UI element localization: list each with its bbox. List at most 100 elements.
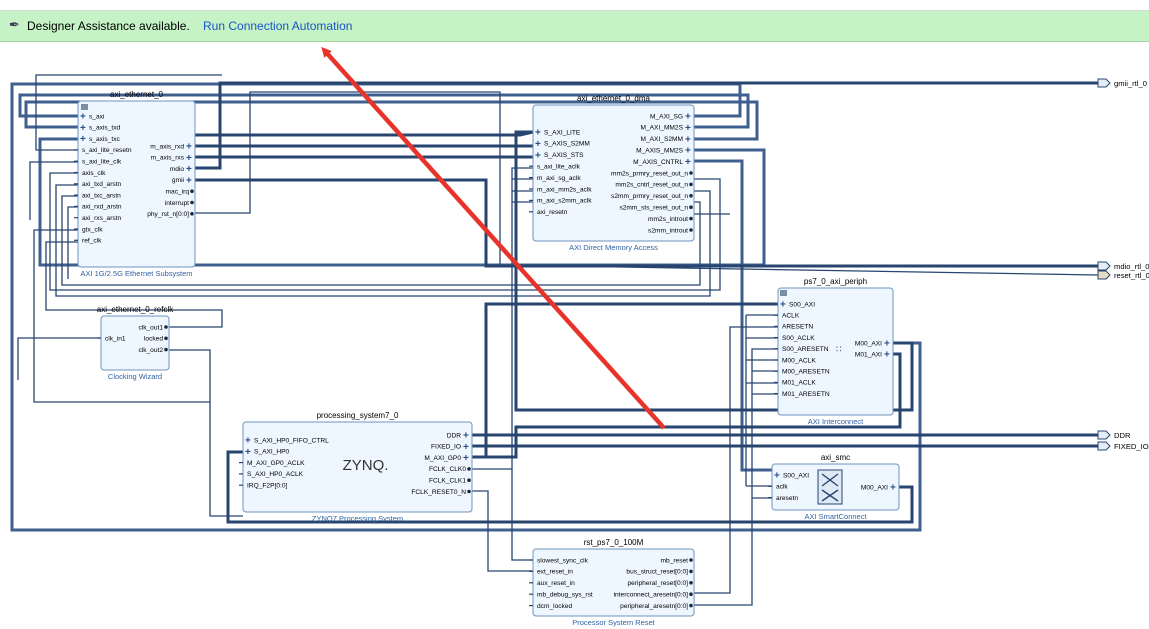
bus-expand-icon[interactable]: + <box>685 146 691 157</box>
port-ddr[interactable]: DDR <box>1097 430 1131 440</box>
bus-expand-icon[interactable]: + <box>685 134 691 145</box>
bus-interface-net[interactable] <box>226 450 914 524</box>
pin-m-axi-s2mm[interactable]: M_AXI_S2MM <box>640 136 683 143</box>
pin-gmii[interactable]: gmii <box>172 177 185 184</box>
pin-s-axis-s2mm[interactable]: S_AXIS_S2MM <box>544 141 590 148</box>
net-wire[interactable] <box>472 167 533 470</box>
pin-s-axi[interactable]: s_axi <box>89 113 105 120</box>
pin-dcm-locked[interactable]: dcm_locked <box>537 603 573 610</box>
pin-s00-axi[interactable]: S00_AXI <box>789 301 815 308</box>
bus-expand-icon[interactable]: + <box>463 442 469 453</box>
port-shape-icon[interactable] <box>1097 261 1111 271</box>
bus-expand-icon[interactable]: + <box>186 164 192 175</box>
pin-peripheral-aresetn-0-0[interactable]: peripheral_aresetn[0:0] <box>620 603 688 610</box>
bus-expand-icon[interactable]: + <box>186 153 192 164</box>
pin-fclk-clk1[interactable]: FCLK_CLK1 <box>429 478 466 485</box>
pin-s00-aresetn[interactable]: S00_ARESETN <box>782 346 829 353</box>
port-fixed-io[interactable]: FIXED_IO <box>1097 441 1149 451</box>
pin-ref-clk[interactable]: ref_clk <box>82 238 102 245</box>
pin-fixed-io[interactable]: FIXED_IO <box>431 444 461 451</box>
pin-axi-rxs-arstn[interactable]: axi_rxs_arstn <box>82 215 122 222</box>
bus-expand-icon[interactable]: + <box>774 471 780 482</box>
port-shape-icon[interactable] <box>1097 270 1111 280</box>
net-wire[interactable] <box>694 326 778 594</box>
pin-axi-txc-arstn[interactable]: axi_txc_arstn <box>82 192 121 199</box>
bus-expand-icon[interactable]: + <box>685 123 691 134</box>
pin-aclk[interactable]: aclk <box>776 484 788 491</box>
bus-expand-icon[interactable]: + <box>685 157 691 168</box>
net-wire[interactable] <box>29 161 78 220</box>
pin-s2mm-prmry-reset-out-n[interactable]: s2mm_prmry_reset_out_n <box>611 193 688 200</box>
bus-interface-net[interactable] <box>38 137 766 267</box>
pin-fclk-reset0-n[interactable]: FCLK_RESET0_N <box>411 489 466 496</box>
net-wire[interactable] <box>472 490 533 572</box>
pin-m00-aresetn[interactable]: M00_ARESETN <box>782 369 830 376</box>
block-body[interactable] <box>100 315 170 371</box>
pin-s-axis-sts[interactable]: S_AXIS_STS <box>544 152 584 159</box>
bus-expand-icon[interactable]: + <box>890 483 896 494</box>
bus-expand-icon[interactable]: + <box>884 350 890 361</box>
pin-mdio[interactable]: mdio <box>170 166 185 173</box>
pin-aux-reset-in[interactable]: aux_reset_in <box>537 580 575 587</box>
pin-mm2s-introut[interactable]: mm2s_introut <box>648 216 688 223</box>
net-wire[interactable] <box>195 91 1099 276</box>
pin-fclk-clk0[interactable]: FCLK_CLK0 <box>429 466 466 473</box>
pin-m-axi-sg-aclk[interactable]: m_axi_sg_aclk <box>537 175 581 182</box>
bus-expand-icon[interactable]: + <box>535 128 541 139</box>
pin-s-axi-hp0-fifo-ctrl[interactable]: S_AXI_HP0_FIFO_CTRL <box>254 437 329 444</box>
pin-irq-f2p-0-0[interactable]: IRQ_F2P[0:0] <box>247 483 287 490</box>
net-wire[interactable] <box>45 241 223 328</box>
bus-expand-icon[interactable]: + <box>245 447 251 458</box>
run-connection-automation-link[interactable]: Run Connection Automation <box>203 19 353 33</box>
pin-s2mm-introut[interactable]: s2mm_introut <box>648 227 688 234</box>
pin-m-axis-cntrl[interactable]: M_AXIS_CNTRL <box>633 159 683 166</box>
pin-s-axis-txc[interactable]: s_axis_txc <box>89 136 120 143</box>
pin-m-axis-mm2s[interactable]: M_AXIS_MM2S <box>636 148 684 155</box>
bus-interface-net[interactable] <box>10 82 922 532</box>
pin-peripheral-reset-0-0[interactable]: peripheral_reset[0:0] <box>628 580 689 587</box>
pin-m00-axi[interactable]: M00_AXI <box>861 484 888 491</box>
pin-s-axis-txd[interactable]: s_axis_txd <box>89 125 120 132</box>
pin-aresetn[interactable]: aresetn <box>776 495 798 502</box>
bus-expand-icon[interactable]: + <box>463 453 469 464</box>
port-gmii-rtl-0[interactable]: gmii_rtl_0 <box>1097 78 1147 88</box>
pin-m01-aclk[interactable]: M01_ACLK <box>782 380 816 387</box>
net-wire[interactable] <box>55 184 711 297</box>
bus-expand-icon[interactable]: + <box>186 142 192 153</box>
pin-ext-reset-in[interactable]: ext_reset_in <box>537 569 573 576</box>
pin-m-axi-mm2s[interactable]: M_AXI_MM2S <box>640 125 683 132</box>
pin-clk-in1[interactable]: clk_in1 <box>105 335 126 342</box>
pin-mac-irq[interactable]: mac_irq <box>166 189 190 196</box>
net-wire[interactable] <box>694 348 778 606</box>
pin-mb-reset[interactable]: mb_reset <box>661 557 689 564</box>
bus-expand-icon[interactable]: + <box>80 123 86 134</box>
bus-expand-icon[interactable]: + <box>884 339 890 350</box>
bus-interface-net[interactable] <box>195 130 534 137</box>
pin-aresetn[interactable]: ARESETN <box>782 324 813 331</box>
pin-aclk[interactable]: ACLK <box>782 313 800 320</box>
pin-axi-resetn[interactable]: axi_resetn <box>537 209 568 216</box>
pin-m-axis-rxd[interactable]: m_axis_rxd <box>150 143 184 150</box>
block-body[interactable] <box>532 104 695 242</box>
pin-locked[interactable]: locked <box>144 336 163 343</box>
net-wire[interactable] <box>35 74 222 151</box>
net-wire[interactable] <box>511 469 533 561</box>
pin-interconnect-aresetn-0-0[interactable]: interconnect_aresetn[0:0] <box>614 592 689 599</box>
pin-gtx-clk[interactable]: gtx_clk <box>82 226 103 233</box>
bus-expand-icon[interactable]: + <box>535 150 541 161</box>
pin-m-axi-gp0[interactable]: M_AXI_GP0 <box>424 455 461 462</box>
port-shape-icon[interactable] <box>1097 78 1111 88</box>
bus-expand-icon[interactable]: + <box>245 436 251 447</box>
bus-expand-icon[interactable]: + <box>535 139 541 150</box>
pin-interrupt[interactable]: interrupt <box>165 200 189 207</box>
bus-expand-icon[interactable]: + <box>685 112 691 123</box>
pin-m01-axi[interactable]: M01_AXI <box>855 352 882 359</box>
pin-ddr[interactable]: DDR <box>447 432 462 439</box>
pin-m00-axi[interactable]: M00_AXI <box>855 340 882 347</box>
